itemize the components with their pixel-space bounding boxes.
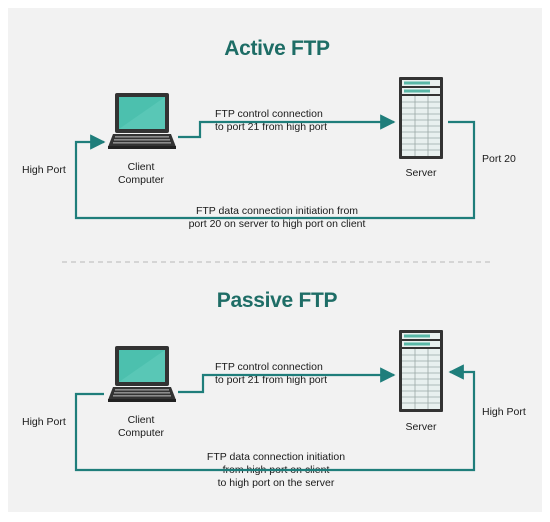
passive-client-label-line2: Computer [118, 427, 165, 439]
active-control-text-line2: to port 21 from high port [215, 121, 327, 133]
active-data-text-line1: FTP data connection initiation from [196, 205, 358, 217]
server-icon [398, 329, 444, 413]
passive-data-text-line1: FTP data connection initiation [207, 451, 345, 463]
passive-ftp-title: Passive FTP [217, 289, 338, 312]
passive-left-port-label: High Port [22, 416, 66, 428]
passive-data-text-line3: to high port on the server [218, 477, 335, 489]
active-right-port-label: Port 20 [482, 153, 516, 165]
active-server-label: Server [406, 167, 437, 179]
server-icon [398, 76, 444, 160]
passive-control-arrow [178, 367, 396, 394]
passive-right-port-label: High Port [482, 406, 526, 418]
passive-control-text-line2: to port 21 from high port [215, 374, 327, 386]
passive-control-text-line1: FTP control connection [215, 361, 323, 373]
active-control-text-line1: FTP control connection [215, 108, 323, 120]
active-data-arrow [74, 120, 476, 220]
active-ftp-title: Active FTP [224, 37, 330, 60]
active-control-arrow [178, 114, 396, 139]
laptop-icon [108, 93, 176, 149]
passive-server-label: Server [406, 421, 437, 433]
laptop-icon [108, 346, 176, 402]
active-client-label-line2: Computer [118, 174, 165, 186]
active-client-label-line1: Client [128, 161, 155, 173]
active-left-port-label: High Port [22, 164, 66, 176]
active-data-text-line2: port 20 on server to high port on client [189, 218, 366, 230]
passive-data-arrow [74, 364, 476, 472]
diagram-background [8, 8, 542, 512]
passive-client-label-line1: Client [128, 414, 155, 426]
